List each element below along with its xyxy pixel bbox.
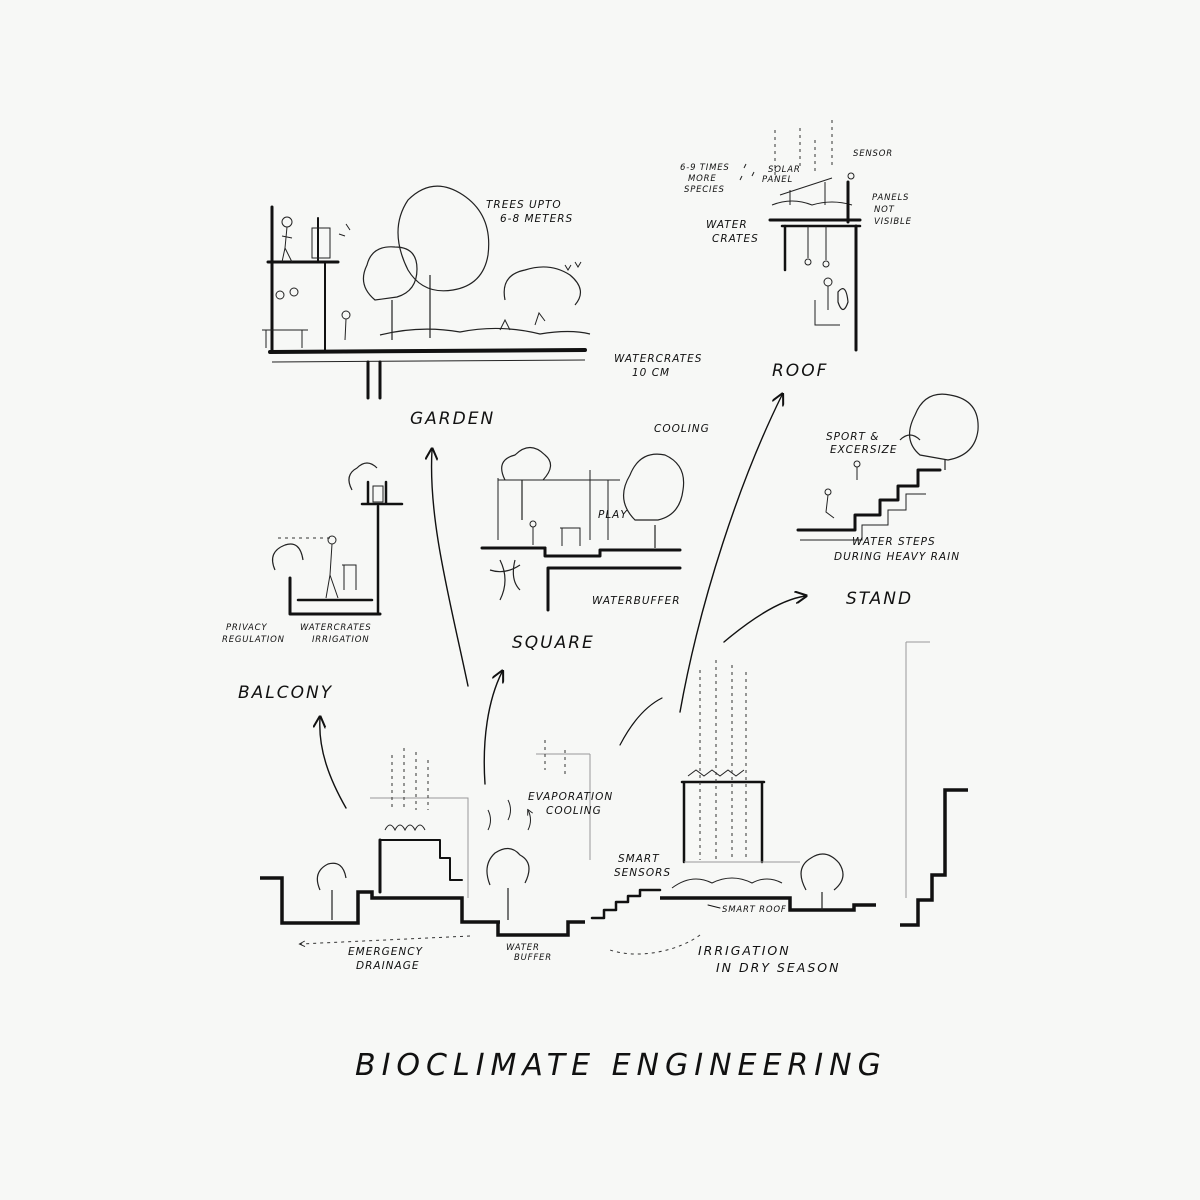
square-note-2: PLAY <box>598 509 628 521</box>
section-note-2: COOLING <box>546 805 602 817</box>
section-note-7: DRAINAGE <box>356 960 419 972</box>
garden-note-1: TREES UPTO <box>486 199 562 211</box>
section-note-4: SENSORS <box>614 867 671 879</box>
roof-note-8: NOT <box>874 205 895 215</box>
roof-note-11: CRATES <box>712 233 759 245</box>
main-section <box>260 641 968 955</box>
roof-sketch <box>739 120 862 352</box>
stand-note-4: DURING HEAVY RAIN <box>834 551 960 563</box>
section-note-8: WATER <box>506 943 540 953</box>
roof-note-2: MORE <box>688 174 717 184</box>
square-label: SQUARE <box>512 633 595 653</box>
stand-note-1: SPORT & <box>826 431 880 443</box>
section-note-5: SMART ROOF <box>722 905 787 915</box>
balcony-note-3: WATERCRATES <box>300 623 371 633</box>
balcony-note-4: IRRIGATION <box>312 635 369 645</box>
roof-note-5: PANEL <box>762 175 793 185</box>
garden-note-3: WATERCRATES <box>614 353 702 365</box>
square-note-3: WATERBUFFER <box>592 595 681 607</box>
balcony-sketch <box>272 462 404 616</box>
stand-note-2: EXCERSIZE <box>830 444 898 456</box>
connector-arrows <box>320 395 805 809</box>
roof-note-4: SOLAR <box>768 165 801 175</box>
stand-note-3: WATER STEPS <box>852 536 936 548</box>
stand-sketch <box>796 393 979 541</box>
roof-note-10: WATER <box>706 219 748 231</box>
roof-note-9: VISIBLE <box>874 217 912 227</box>
balcony-note-1: PRIVACY <box>226 623 267 633</box>
roof-label: ROOF <box>772 361 828 381</box>
section-note-3: SMART <box>618 853 660 865</box>
section-note-9: BUFFER <box>514 953 552 963</box>
roof-note-6: SENSOR <box>853 149 893 159</box>
square-sketch <box>480 446 685 612</box>
balcony-label: BALCONY <box>238 683 333 703</box>
garden-label: GARDEN <box>410 409 495 429</box>
page-title: BIOCLIMATE ENGINEERING <box>355 1048 887 1083</box>
stand-label: STAND <box>846 589 913 609</box>
roof-note-7: PANELS <box>872 193 909 203</box>
section-note-10: IRRIGATION <box>698 943 791 958</box>
roof-note-3: SPECIES <box>684 185 725 195</box>
garden-note-2: 6-8 METERS <box>500 213 573 225</box>
section-note-1: EVAPORATION <box>528 791 613 803</box>
garden-note-4: 10 CM <box>632 367 670 379</box>
section-note-6: EMERGENCY <box>348 946 424 958</box>
roof-note-1: 6-9 TIMES <box>680 163 730 173</box>
garden-sketch <box>262 185 591 400</box>
section-note-11: IN DRY SEASON <box>716 960 840 975</box>
balcony-note-2: REGULATION <box>222 635 285 645</box>
square-note-1: COOLING <box>654 423 710 435</box>
